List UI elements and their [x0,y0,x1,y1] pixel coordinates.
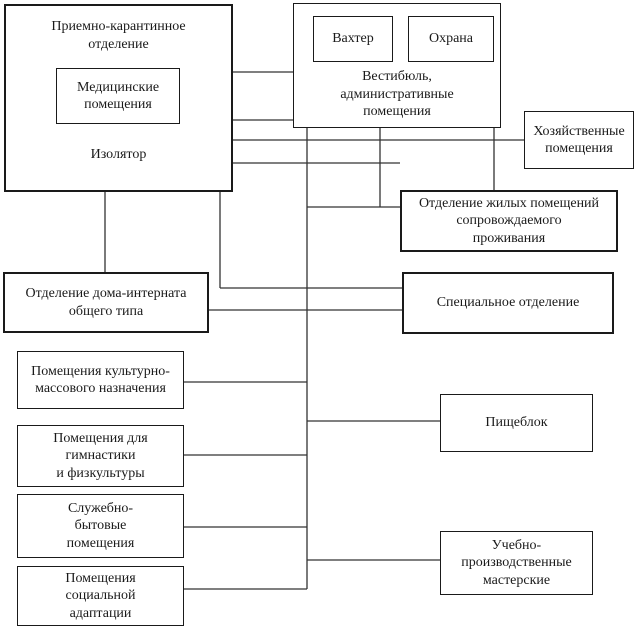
assisted-living-box: Отделение жилых помещений сопровождаемог… [400,190,618,252]
reception-title: Приемно-карантинное отделение [51,19,186,52]
culture-rooms-box: Помещения культурно- массового назначени… [17,351,184,409]
service-rooms-box: Служебно- бытовые помещения [17,494,184,558]
household-box: Хозяйственные помещения [524,111,634,169]
medical-rooms-box: Медицинские помещения [56,68,180,124]
social-adaptation-box: Помещения социальной адаптации [17,566,184,626]
gym-rooms-box: Помещения для гимнастики и физкультуры [17,425,184,487]
security-box: Охрана [408,16,494,62]
special-ward-box: Специальное отделение [402,272,614,334]
lobby-title: Вестибюль, административные помещения [340,69,454,119]
workshops-box: Учебно- производственные мастерские [440,531,593,595]
watchman-box: Вахтер [313,16,393,62]
general-ward-box: Отделение дома-интерната общего типа [3,272,209,333]
catering-box: Пищеблок [440,394,593,452]
isolator-label: Изолятор [90,147,147,162]
